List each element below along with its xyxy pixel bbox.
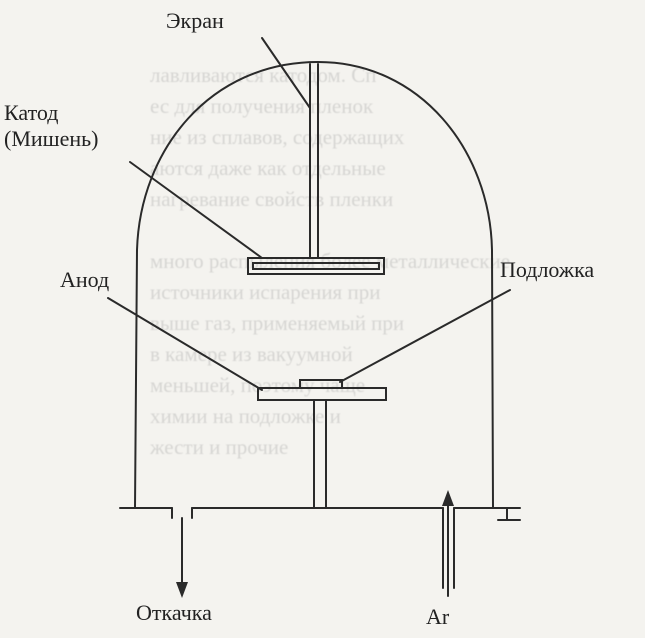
pump-arrow-head bbox=[176, 582, 188, 598]
label-anode: Анод bbox=[60, 267, 110, 292]
cathode-screen bbox=[247, 257, 385, 275]
label-screen: Экран bbox=[166, 8, 224, 33]
label-cathode: Катод (Мишень) bbox=[4, 100, 99, 151]
bg-line: ние из сплавов, содержащих bbox=[150, 125, 405, 149]
label-substrate: Подложка bbox=[500, 257, 595, 282]
bell-jar bbox=[134, 60, 494, 509]
substrate bbox=[299, 379, 343, 389]
screen-leader bbox=[261, 37, 311, 109]
label-gas-ar: Ar bbox=[426, 604, 450, 629]
bg-line: аются даже как отдельные bbox=[150, 156, 386, 180]
cathode-leader bbox=[129, 161, 263, 259]
bg-line: жести и прочие bbox=[150, 435, 289, 459]
substrate-leader bbox=[339, 289, 511, 383]
gas-arrow-head bbox=[442, 490, 454, 506]
bg-line: лавливаются катодом. Сп bbox=[150, 63, 377, 87]
anode-leader bbox=[107, 297, 263, 391]
bg-line: источники испарения при bbox=[150, 280, 381, 304]
label-pump: Откачка bbox=[136, 600, 212, 625]
anode-plate bbox=[257, 387, 387, 401]
bg-line: в камере из вакуумной bbox=[150, 342, 353, 366]
bg-line: выше газ, применяемый при bbox=[150, 311, 405, 335]
cathode-target bbox=[252, 262, 380, 270]
bg-line: ес для получения пленок bbox=[150, 94, 374, 118]
bg-line: химии на подложке и bbox=[150, 404, 341, 428]
